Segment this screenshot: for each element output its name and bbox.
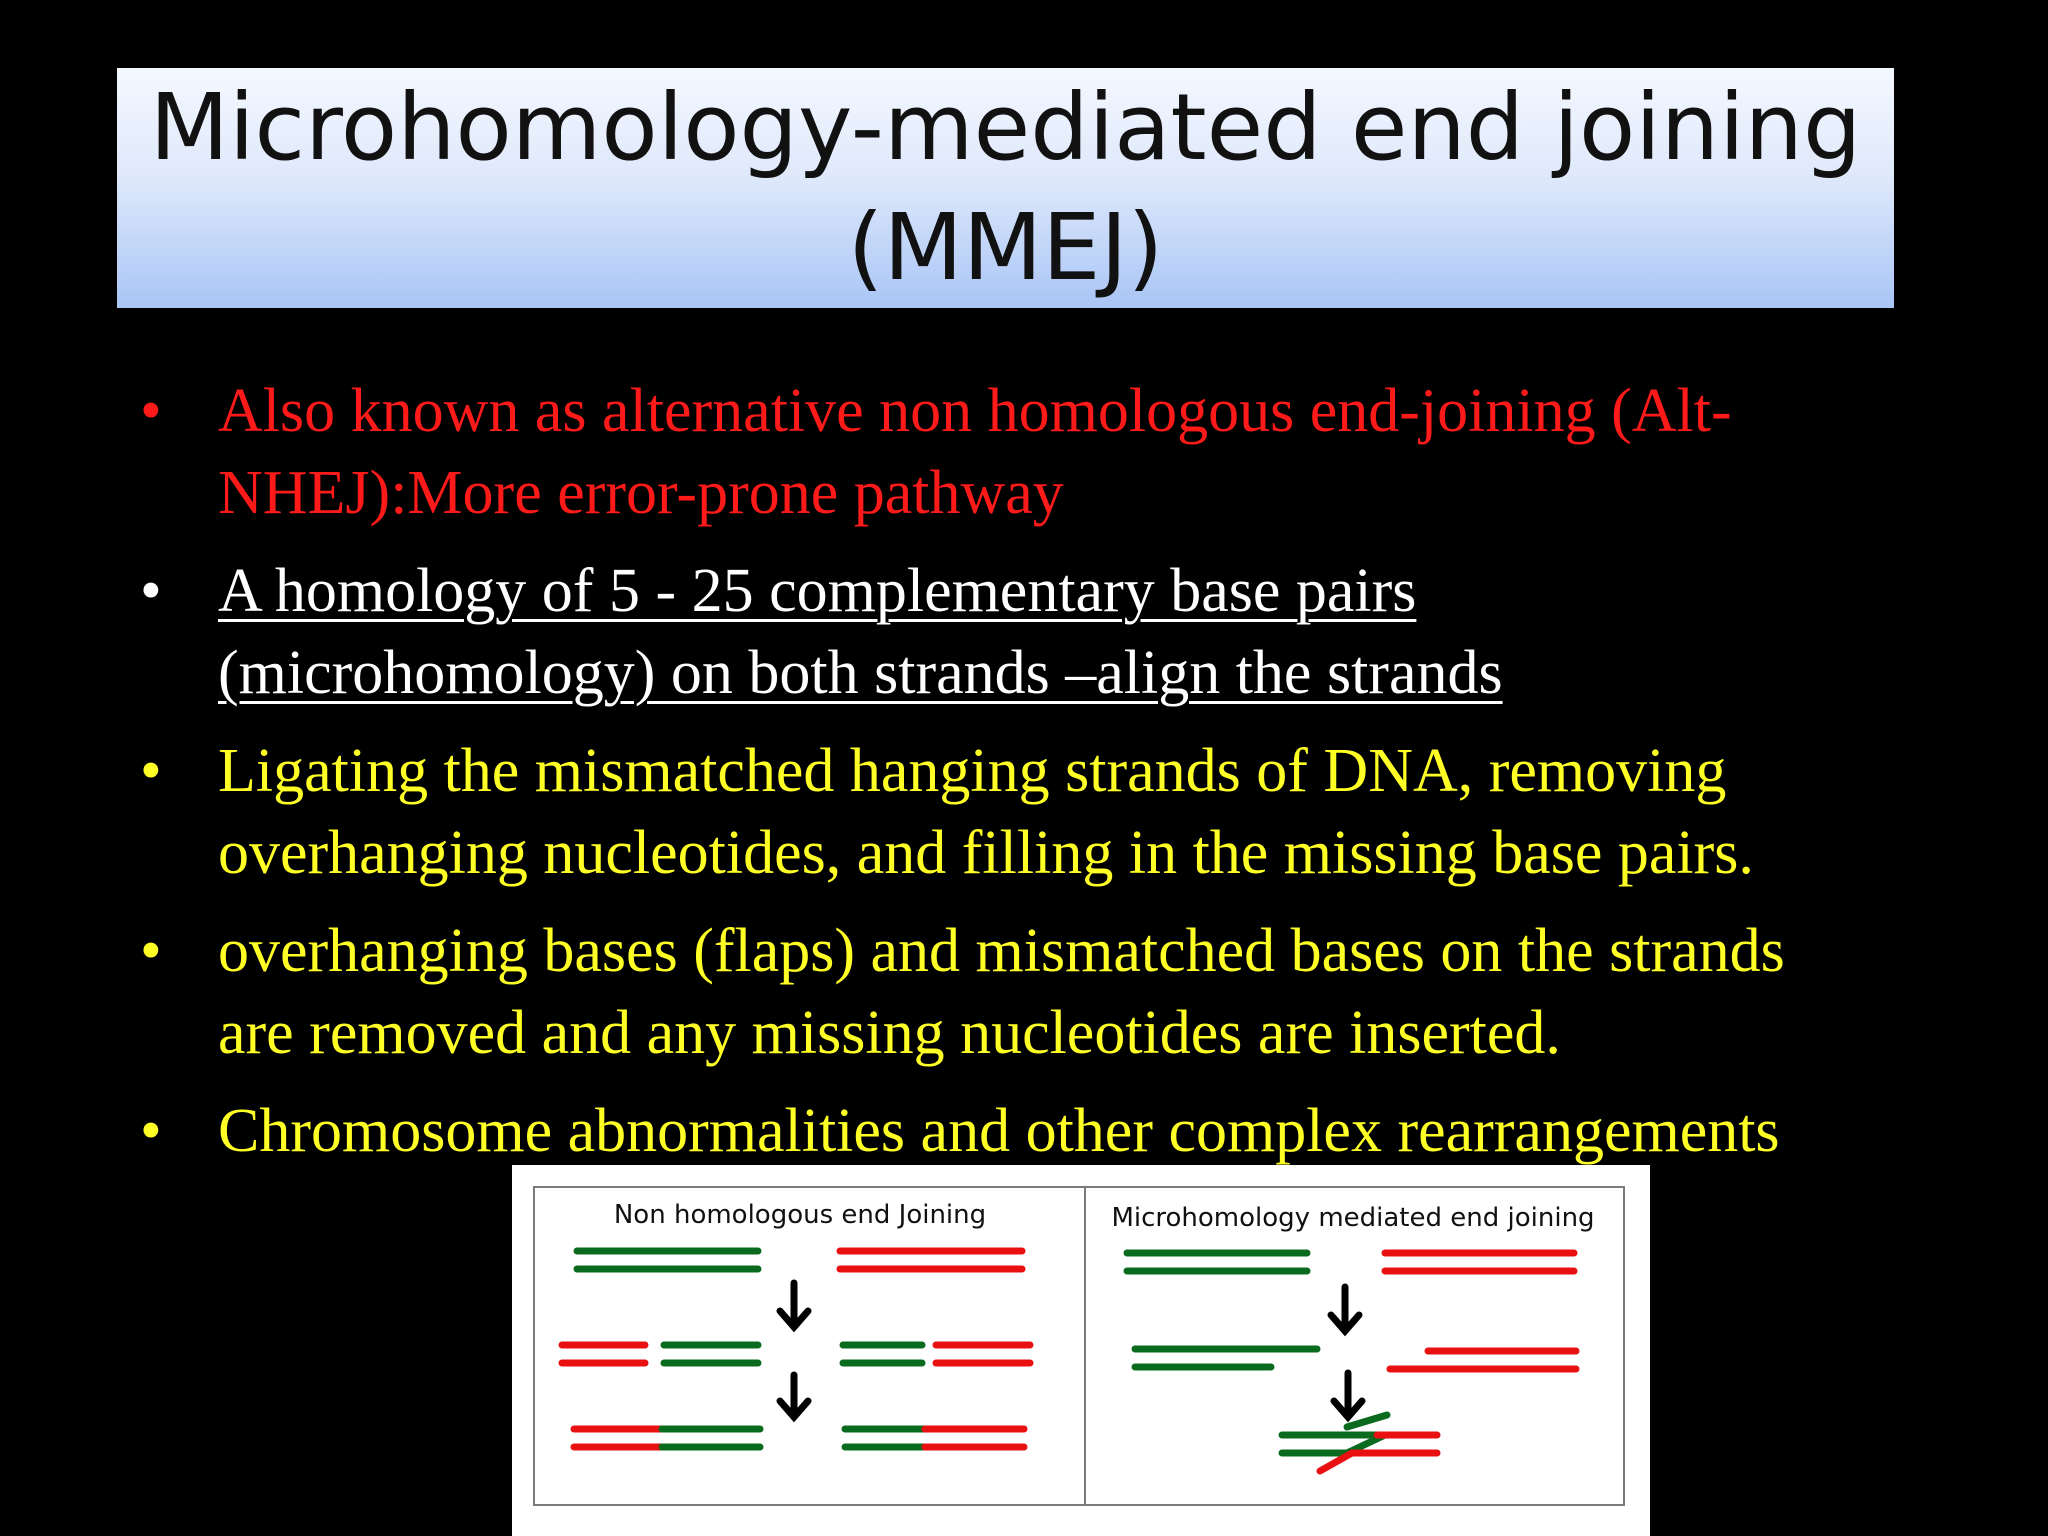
bullet-dot: • bbox=[140, 377, 162, 445]
down-arrow-icon bbox=[776, 1371, 812, 1423]
slide-title: Microhomology-mediated end joining (MMEJ… bbox=[117, 68, 1894, 308]
bullet-text-line-1: Also known as alternative non homologous… bbox=[218, 377, 1732, 445]
bullet-dot: • bbox=[140, 1097, 162, 1165]
title-line-2: (MMEJ) bbox=[847, 194, 1164, 301]
left-panel-strands bbox=[558, 1247, 1034, 1451]
bullet-text-line-2: overhanging nucleotides, and filling in … bbox=[218, 819, 1754, 887]
bullet-dot: • bbox=[140, 557, 162, 625]
bullet-flaps: • overhanging bases (flaps) and mismatch… bbox=[140, 910, 2030, 1074]
right-panel-strands bbox=[1123, 1249, 1580, 1475]
nhej-vs-mmej-diagram: Non homologous end Joining Microhomology… bbox=[512, 1165, 1650, 1536]
down-arrow-icon bbox=[1327, 1283, 1363, 1337]
title-line-1: Microhomology-mediated end joining bbox=[149, 74, 1862, 181]
down-arrow-icon bbox=[1330, 1369, 1366, 1423]
bullet-text-line-2: are removed and any missing nucleotides … bbox=[218, 999, 1561, 1067]
bullet-alt-nhej: • Also known as alternative non homologo… bbox=[140, 370, 2030, 534]
diagram-svg: Non homologous end Joining Microhomology… bbox=[533, 1186, 1625, 1506]
bullet-dot: • bbox=[140, 917, 162, 985]
left-panel-title: Non homologous end Joining bbox=[614, 1200, 986, 1230]
bullet-text-line-2: NHEJ):More error-prone pathway bbox=[218, 459, 1064, 527]
bullet-dot: • bbox=[140, 737, 162, 805]
diagram-frame bbox=[533, 1186, 1625, 1506]
bullet-text-line-2: (microhomology) on both strands –align t… bbox=[218, 639, 1503, 707]
bullet-homology: • A homology of 5 - 25 complementary bas… bbox=[140, 550, 2030, 714]
bullet-ligating: • Ligating the mismatched hanging strand… bbox=[140, 730, 2030, 894]
bullet-chromosome: • Chromosome abnormalities and other com… bbox=[140, 1090, 2030, 1172]
bullet-text-line-1: Ligating the mismatched hanging strands … bbox=[218, 737, 1727, 805]
down-arrow-icon bbox=[776, 1279, 812, 1333]
bullet-list: • Also known as alternative non homologo… bbox=[140, 370, 2030, 1188]
green-flap bbox=[1343, 1411, 1391, 1431]
bullet-text-line-1: overhanging bases (flaps) and mismatched… bbox=[218, 917, 1785, 985]
red-flap bbox=[1316, 1449, 1356, 1475]
bullet-text-line-1: Chromosome abnormalities and other compl… bbox=[218, 1097, 1780, 1165]
right-panel-title: Microhomology mediated end joining bbox=[1111, 1203, 1594, 1233]
bullet-text-line-1: A homology of 5 - 25 complementary base … bbox=[218, 557, 1417, 625]
